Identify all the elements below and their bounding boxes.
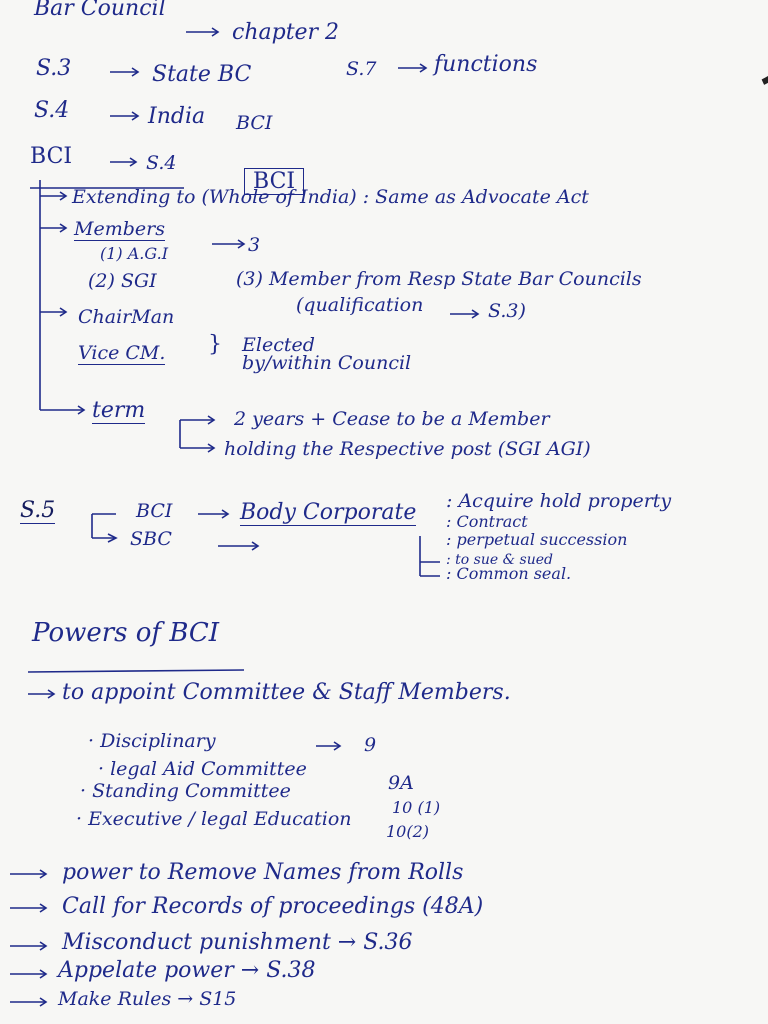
elected-label: Elected <box>242 334 315 356</box>
member-1: (1) A.G.I <box>100 244 169 263</box>
chairman-label: ChairMan <box>78 306 175 328</box>
term-label: term <box>92 398 146 424</box>
section-3-label: S.3 <box>36 56 72 81</box>
bci-box: BCI <box>244 168 305 195</box>
term-line-2: holding the Respective post (SGI AGI) <box>224 438 591 460</box>
elected-by-label: by/within Council <box>242 352 412 374</box>
committee-1-name: Disciplinary <box>100 730 216 752</box>
brace-symbol: } <box>208 332 222 357</box>
committee-2-name: legal Aid Committee <box>110 758 307 780</box>
power-misconduct: Misconduct punishment → S.36 <box>62 930 413 955</box>
committee-2: · legal Aid Committee <box>98 758 307 780</box>
committee-4-name: Executive / legal Education <box>88 808 352 830</box>
vice-chairman-label: Vice CM. <box>78 342 166 365</box>
s5-bci-label: BCI <box>136 500 173 522</box>
committee-4: · Executive / legal Education <box>76 808 352 830</box>
functions-label: functions <box>434 52 538 77</box>
corporate-power-5: : Common seal. <box>446 564 572 583</box>
section-7-label: S.7 <box>346 58 377 80</box>
state-bc-label: State BC <box>152 62 252 87</box>
bci-section-ref: S.4 <box>146 152 177 174</box>
committee-3: · Standing Committee <box>80 780 291 802</box>
chapter-label: chapter 2 <box>232 20 340 45</box>
bar-council-heading: Bar Council <box>34 0 166 21</box>
power-remove-names: power to Remove Names from Rolls <box>62 860 464 885</box>
member-3: (3) Member from Resp State Bar Councils <box>236 268 642 290</box>
corporate-power-3: : perpetual succession <box>446 530 628 549</box>
s5-sbc-label: SBC <box>130 528 172 550</box>
power-make-rules: Make Rules → S15 <box>58 988 237 1010</box>
qualification-label: (qualification <box>296 294 424 316</box>
qualification-ref: S.3) <box>488 300 526 322</box>
committee-1: · Disciplinary <box>88 730 216 752</box>
power-call-records: Call for Records of proceedings (48A) <box>62 894 484 919</box>
bci-heading: BCI <box>30 144 73 169</box>
body-corporate-label: Body Corporate <box>240 500 417 526</box>
bci-abbr-label: BCI <box>236 112 273 134</box>
committee-2-ref: 9A <box>388 772 414 794</box>
power-appelate: Appelate power → S.38 <box>58 958 316 983</box>
committee-3-ref: 10 (1) <box>392 798 441 817</box>
appoint-line: to appoint Committee & Staff Members. <box>62 680 511 705</box>
section-5-label: S.5 <box>20 498 56 524</box>
corporate-power-2: : Contract <box>446 512 528 531</box>
powers-title: Powers of BCI <box>32 618 220 648</box>
corporate-power-4: : to sue & sued <box>446 552 553 568</box>
members-count: 3 <box>248 234 261 256</box>
committee-4-ref: 10(2) <box>386 822 430 841</box>
extending-line: Extending to (Whole of India) : Same as … <box>72 186 589 208</box>
member-2: (2) SGI <box>88 270 157 292</box>
committee-1-ref: 9 <box>364 734 377 756</box>
committee-3-name: Standing Committee <box>92 780 291 802</box>
term-line-1: 2 years + Cease to be a Member <box>234 408 550 430</box>
members-label: Members <box>74 218 165 241</box>
india-label: India <box>148 104 206 129</box>
corporate-power-1: : Acquire hold property <box>446 490 672 512</box>
section-4-label: S.4 <box>34 98 70 123</box>
